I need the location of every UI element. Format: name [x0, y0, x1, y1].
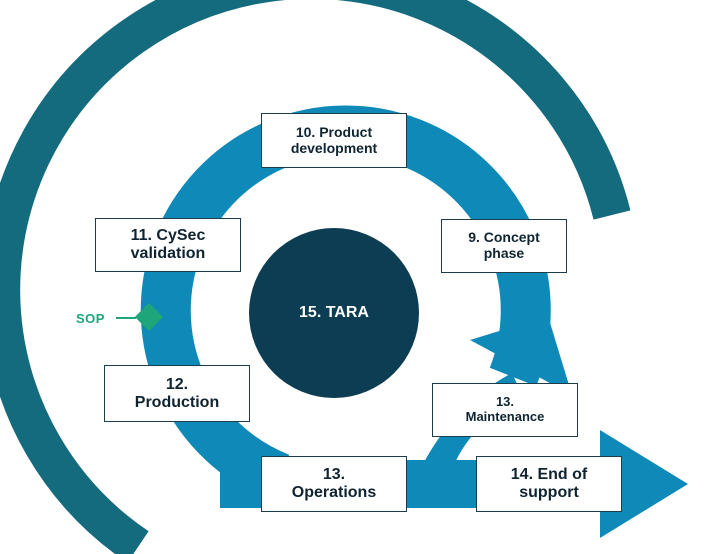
phase-concept: 9. Concept phase	[441, 219, 567, 273]
outer-arc	[0, 0, 631, 554]
phase-operations: 13. Operations	[261, 456, 407, 512]
end-of-support-arrow	[600, 430, 688, 538]
sop-label: SOP	[76, 311, 105, 326]
phase-maintenance: 13. Maintenance	[432, 383, 578, 437]
phase-cysec-validation: 11. CySec validation	[95, 218, 241, 272]
phase-production: 12. Production	[104, 365, 250, 422]
maintenance-arrow-head	[470, 316, 572, 395]
tara-circle	[249, 228, 419, 398]
phase-product-development: 10. Product development	[261, 113, 407, 168]
tara-label: 15. TARA	[299, 304, 369, 321]
phase-end-of-support: 14. End of support	[476, 456, 622, 512]
